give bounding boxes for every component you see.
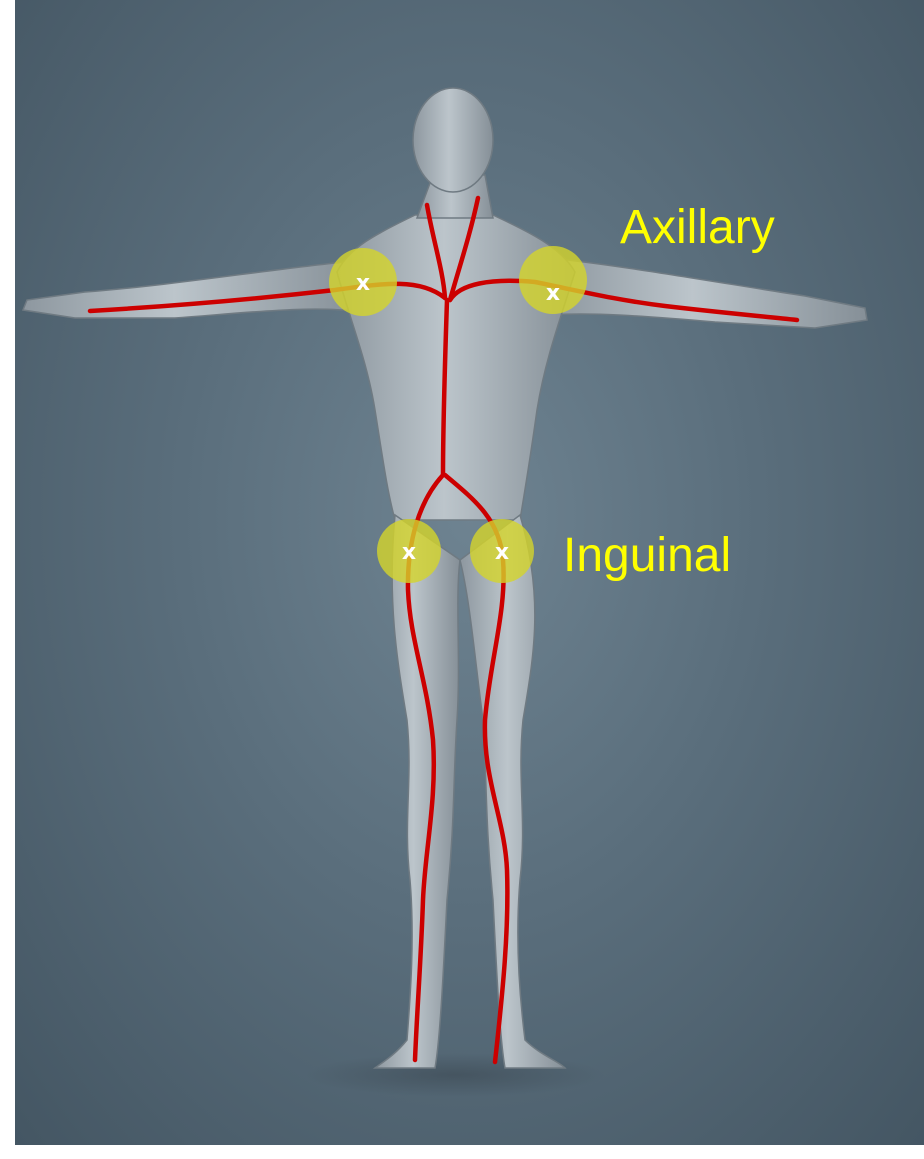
axillary-label: Axillary bbox=[620, 204, 775, 252]
marker-x: x bbox=[546, 281, 560, 306]
inguinal-marker-left: x bbox=[377, 519, 441, 583]
anatomy-illustration: x x x x Axillary Inguinal bbox=[15, 0, 924, 1145]
marker-x: x bbox=[495, 540, 509, 565]
left-arm bbox=[23, 262, 360, 318]
marker-x: x bbox=[402, 540, 416, 565]
inguinal-marker-right: x bbox=[470, 519, 534, 583]
axillary-marker-left: x bbox=[329, 248, 397, 316]
floor-shadow bbox=[305, 1053, 605, 1097]
right-leg bbox=[460, 515, 565, 1068]
figure-canvas: x x x x bbox=[15, 0, 924, 1145]
inguinal-label: Inguinal bbox=[563, 532, 731, 580]
axillary-marker-right: x bbox=[519, 246, 587, 314]
marker-x: x bbox=[356, 271, 370, 296]
head bbox=[413, 88, 493, 192]
